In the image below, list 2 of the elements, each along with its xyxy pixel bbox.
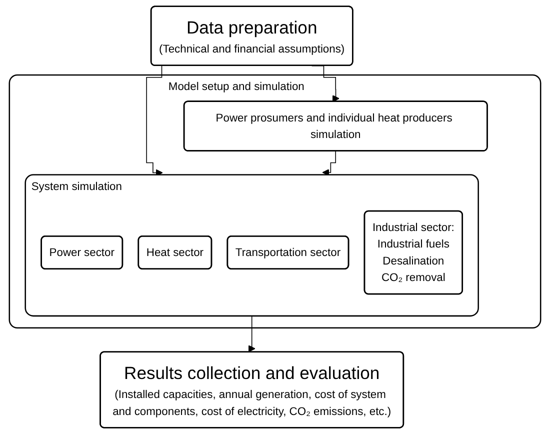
arrow	[248, 316, 256, 352]
arrow	[322, 150, 336, 176]
